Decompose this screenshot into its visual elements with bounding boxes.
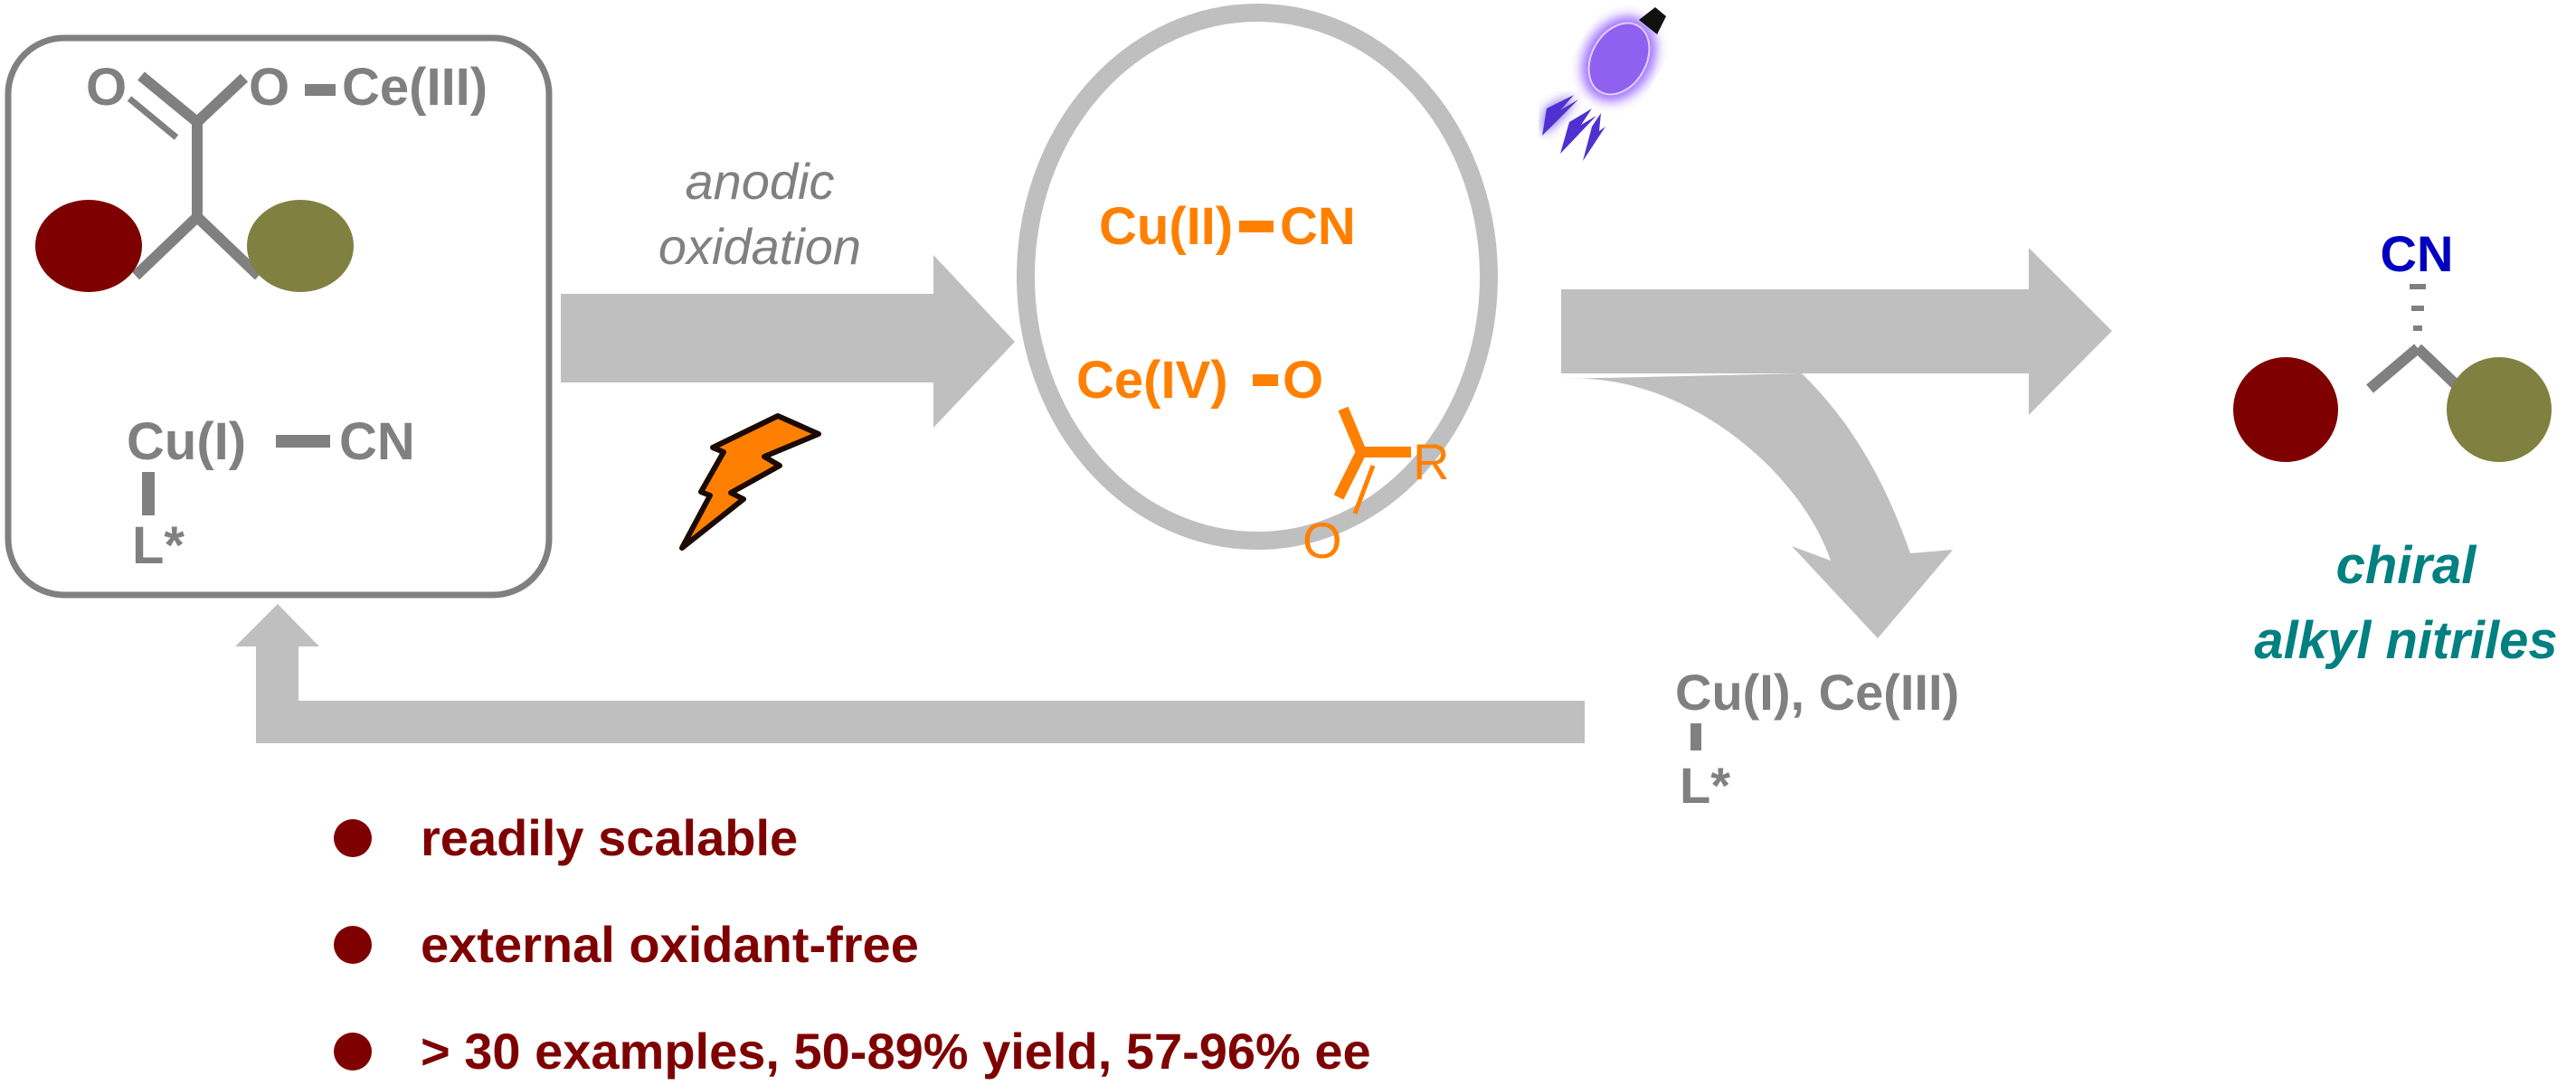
bullet-icon — [334, 1033, 372, 1071]
reactant-box — [5, 34, 553, 599]
intermediate-circle — [1017, 4, 1498, 550]
product-olive-circle — [2447, 357, 2552, 462]
ester-oxygen: O — [249, 58, 289, 117]
feature-item: > 30 examples, 50-89% yield, 57-96% ee — [421, 1023, 1371, 1080]
product-chiral-label: chiral — [2336, 536, 2478, 595]
byproduct-arrow — [1561, 373, 1953, 638]
substrate-structure: O O Ce(III) — [35, 58, 488, 292]
carboxylate-bonds — [1333, 406, 1411, 514]
ce-iv-label: Ce(IV) — [1076, 351, 1228, 410]
feature-item: external oxidant-free — [421, 916, 919, 973]
cu-i-label: Cu(I) — [127, 412, 246, 471]
feature-list: readily scalable external oxidant-free >… — [334, 809, 1371, 1080]
product-structure: CN — [2233, 225, 2552, 462]
carbonyl-oxygen-orange: O — [1302, 512, 1342, 569]
bullet-icon — [334, 819, 372, 857]
cu-ii-label: Cu(II) — [1099, 197, 1233, 256]
ce-iii-label: Ce(III) — [342, 58, 488, 117]
copper-cyanide-complex: Cu(I) CN L* — [127, 412, 415, 575]
return-arrow — [235, 604, 1585, 743]
anodic-label: anodic — [685, 153, 834, 210]
cn-label: CN — [339, 412, 415, 471]
light-bulb-icon — [1542, 7, 1666, 161]
ligand-label: L* — [132, 516, 185, 575]
product-name-label: alkyl nitriles — [2254, 611, 2557, 670]
byproduct-ligand: L* — [1680, 757, 1730, 814]
feature-item: readily scalable — [421, 809, 798, 866]
cn-orange-label: CN — [1280, 197, 1356, 256]
product-red-circle — [2233, 357, 2338, 462]
bullet-icon — [334, 926, 372, 964]
product-cn-label: CN — [2381, 225, 2454, 282]
carboxylate-oxygen: O — [1283, 351, 1323, 410]
red-substituent-circle — [35, 200, 142, 292]
r-group-label: R — [1413, 433, 1449, 490]
lightning-bolt-icon — [679, 413, 821, 551]
oxidation-label: oxidation — [658, 218, 861, 275]
product-arrow — [1561, 248, 2112, 415]
olive-substituent-circle — [247, 200, 354, 292]
byproduct-metals: Cu(I), Ce(III) — [1675, 664, 1959, 721]
forward-arrow — [561, 255, 1015, 428]
carbonyl-oxygen: O — [86, 58, 127, 117]
